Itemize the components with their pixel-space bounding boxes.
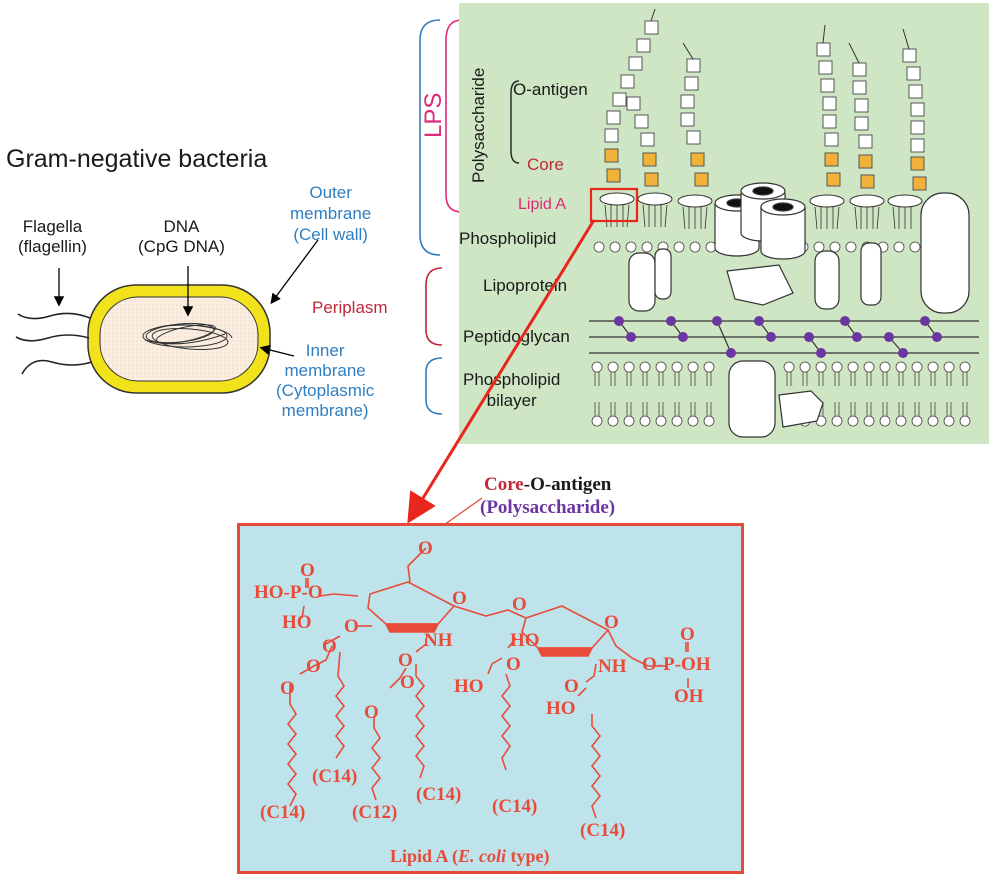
lps-bracket	[445, 19, 463, 213]
layer-phospholipid-bilayer: Phospholipid bilayer	[463, 369, 560, 411]
atom-o-link: O	[512, 594, 527, 615]
lipid-a-structure-box: O O HO-P-O HO O O O O O NH O O O O O HO …	[237, 523, 744, 874]
outer-membrane-arrow	[270, 239, 319, 305]
bacteria-title: Gram-negative bacteria	[6, 145, 268, 173]
atom-o-p-oh: O-P-OH	[642, 654, 711, 675]
o-antigen-chains	[604, 20, 925, 153]
atom-nh-2: NH	[598, 656, 627, 677]
inner-membrane-label: Inner membrane (Cytoplasmic membrane)	[276, 341, 374, 421]
structure-header-core: Core	[484, 474, 524, 495]
lipid-a-label: Lipid A	[518, 196, 567, 213]
membrane-panel: Polysaccharide O-antigen Core Phospholip…	[459, 3, 989, 444]
atom-oh: OH	[674, 686, 704, 707]
dna-icon	[142, 322, 233, 350]
atom-o-phos-top: O	[300, 560, 315, 581]
atom-ho-2: HO	[510, 630, 540, 651]
layer-phospholipid-bilayer-line-2: bilayer	[486, 391, 537, 410]
layer-phospholipid: Phospholipid	[459, 229, 557, 248]
bacterium-cell	[87, 284, 271, 394]
chain-c12: (C12)	[352, 802, 398, 823]
lps-label: LPS	[420, 92, 447, 138]
flagella-label: Flagella (flagellin)	[18, 217, 87, 257]
atom-o-8: O	[364, 702, 379, 723]
chain-tails	[650, 8, 910, 64]
atom-o-5: O	[280, 678, 295, 699]
peptidoglycan-layer	[589, 316, 979, 358]
atom-o-ring1: O	[452, 588, 467, 609]
chain-c14-a: (C14)	[312, 766, 358, 787]
lipoproteins	[628, 242, 882, 312]
outer-membrane-label: Outer membrane (Cell wall)	[290, 182, 371, 245]
chain-c14-b: (C14)	[260, 802, 306, 823]
lipid-a-tails	[604, 204, 912, 230]
outer-membrane-line-1: Outer	[309, 183, 352, 202]
atom-o-ring2: O	[604, 612, 619, 633]
inner-membrane-line-3: (Cytoplasmic	[276, 381, 375, 400]
atom-ho-4: HO	[546, 698, 576, 719]
chain-c14-d: (C14)	[492, 796, 538, 817]
outer-membrane-protein	[920, 192, 970, 314]
layer-peptidoglycan: Peptidoglycan	[463, 327, 570, 346]
layer-phospholipid-bilayer-line-1: Phospholipid	[463, 370, 561, 389]
lipid-a-highlight-box	[589, 187, 639, 223]
chain-c14-c: (C14)	[416, 784, 462, 805]
outer-membrane-line-3: (Cell wall)	[293, 225, 368, 244]
structure-header: Core-O-antigen	[484, 474, 611, 496]
periplasm-bracket	[425, 267, 443, 346]
atom-o-7: O	[400, 672, 415, 693]
o-antigen-label: O-antigen	[513, 80, 588, 99]
chain-c14-e: (C14)	[580, 820, 626, 841]
flagella-label-line-2: (flagellin)	[18, 237, 87, 256]
structure-header-sub: (Polysaccharide)	[480, 497, 616, 518]
flagella-icon	[15, 312, 93, 375]
inner-membrane-line-4: membrane)	[281, 401, 369, 420]
atom-o-top2: O	[506, 654, 521, 675]
core-sugars	[604, 148, 927, 191]
atom-o-6: O	[398, 650, 413, 671]
atom-o-p-right: O	[564, 676, 579, 697]
inner-membrane-arrow	[259, 344, 295, 357]
dna-label: DNA (CpG DNA)	[138, 217, 225, 257]
membrane-graphics	[510, 8, 979, 438]
dna-label-line-2: (CpG DNA)	[138, 237, 225, 256]
atom-ho-p-o: HO-P-O	[254, 582, 323, 603]
dna-label-line-1: DNA	[163, 217, 200, 236]
layer-lipoprotein: Lipoprotein	[483, 276, 568, 295]
periplasm-label: Periplasm	[312, 298, 388, 317]
inner-membrane-line-1: Inner	[305, 341, 345, 360]
caption-pre: Lipid A (	[390, 846, 459, 866]
atom-nh-1: NH	[424, 630, 453, 651]
outer-membrane-line-2: membrane	[290, 204, 372, 223]
core-label: Core	[527, 155, 564, 174]
atom-o-3: O	[322, 636, 337, 657]
inner-membrane-proteins	[728, 360, 824, 438]
atom-o-4: O	[306, 656, 321, 677]
o-antigen-bracket	[510, 80, 520, 164]
caption-species: E. coli	[458, 846, 507, 866]
atom-o-top: O	[418, 538, 433, 559]
atom-phos-o-top: O	[680, 624, 695, 645]
caption-post: type)	[506, 846, 550, 866]
atom-ho-1: HO	[282, 612, 312, 633]
polysaccharide-label: Polysaccharide	[469, 67, 488, 183]
lipid-a-caption: Lipid A (E. coli type)	[390, 846, 550, 867]
porin-trimer	[714, 182, 806, 260]
flagella-label-line-1: Flagella	[22, 217, 83, 236]
atom-ho-3: HO	[454, 676, 484, 697]
lipid-a-skeleton	[286, 547, 689, 819]
inner-bilayer	[591, 361, 971, 427]
structure-header-rest: -O-antigen	[523, 474, 612, 495]
inner-membrane-bracket	[425, 357, 443, 415]
atom-o-2: O	[344, 616, 359, 637]
inner-membrane-line-2: membrane	[284, 361, 366, 380]
